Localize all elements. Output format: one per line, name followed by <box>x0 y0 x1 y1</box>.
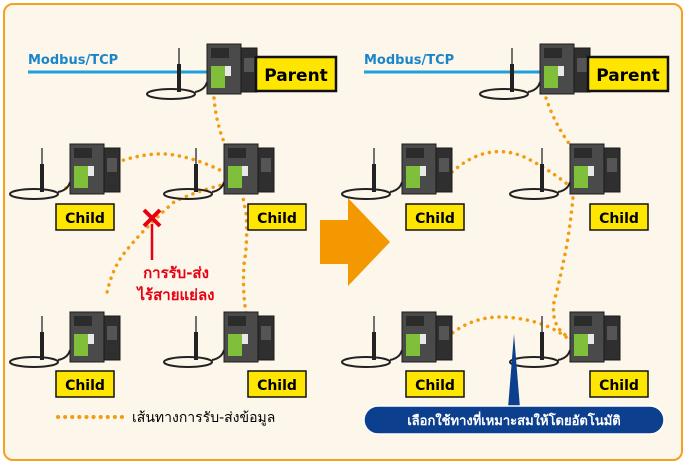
route-parent-to-child <box>212 96 250 324</box>
child-unit-icon <box>9 143 121 200</box>
child-label: Child <box>599 378 639 394</box>
child-label-box <box>55 370 115 398</box>
child-unit-icon <box>509 143 621 200</box>
child-label: Child <box>415 378 455 394</box>
cross-mark-icon <box>142 208 162 260</box>
diagram-frame: Modbus/TCP Parent Child Child Child Chil… <box>3 3 683 461</box>
child-label-box <box>247 203 307 231</box>
right-arrow-icon <box>320 198 390 286</box>
route-failed <box>104 180 236 300</box>
legend-text: เส้นทางการรับ-ส่งข้อมูล <box>132 410 275 426</box>
callout: เลือกใช้ทางที่เหมาะสมให้โดยอัตโนมัติ <box>363 334 665 435</box>
child-label-box <box>405 370 465 398</box>
parent-label: Parent <box>596 66 660 86</box>
failure-text-line2: ไร้สายแย่ลง <box>136 285 215 304</box>
route-child-to-child <box>450 149 574 190</box>
route-parent-to-child <box>544 96 578 342</box>
left-panel: Modbus/TCP Parent Child Child Child Chil… <box>9 43 338 426</box>
modbus-label: Modbus/TCP <box>364 53 454 68</box>
child-label-box <box>55 203 115 231</box>
child-label: Child <box>257 211 297 227</box>
right-panel: Modbus/TCP Parent Child Child Child Chil… <box>341 43 670 435</box>
child-label-box <box>589 203 649 231</box>
route-alternate <box>440 315 574 344</box>
parent-label: Parent <box>264 66 328 86</box>
child-unit-icon <box>341 143 453 200</box>
child-label-box <box>247 370 307 398</box>
child-label: Child <box>599 211 639 227</box>
parent-label-box <box>586 55 670 93</box>
child-label: Child <box>65 378 105 394</box>
child-unit-icon <box>163 311 275 368</box>
child-label: Child <box>415 211 455 227</box>
child-unit-icon <box>9 311 121 368</box>
child-label: Child <box>65 211 105 227</box>
child-label-box <box>589 370 649 398</box>
diagram-canvas: Modbus/TCP Parent Child Child Child Chil… <box>9 43 670 435</box>
child-unit-icon <box>341 311 453 368</box>
child-label-box <box>405 203 465 231</box>
failure-text-line1: การรับ-ส่ง <box>143 264 209 282</box>
callout-text: เลือกใช้ทางที่เหมาะสมให้โดยอัตโนมัติ <box>407 411 621 429</box>
parent-label-box <box>254 55 338 93</box>
modbus-label: Modbus/TCP <box>28 53 118 68</box>
child-label: Child <box>257 378 297 394</box>
